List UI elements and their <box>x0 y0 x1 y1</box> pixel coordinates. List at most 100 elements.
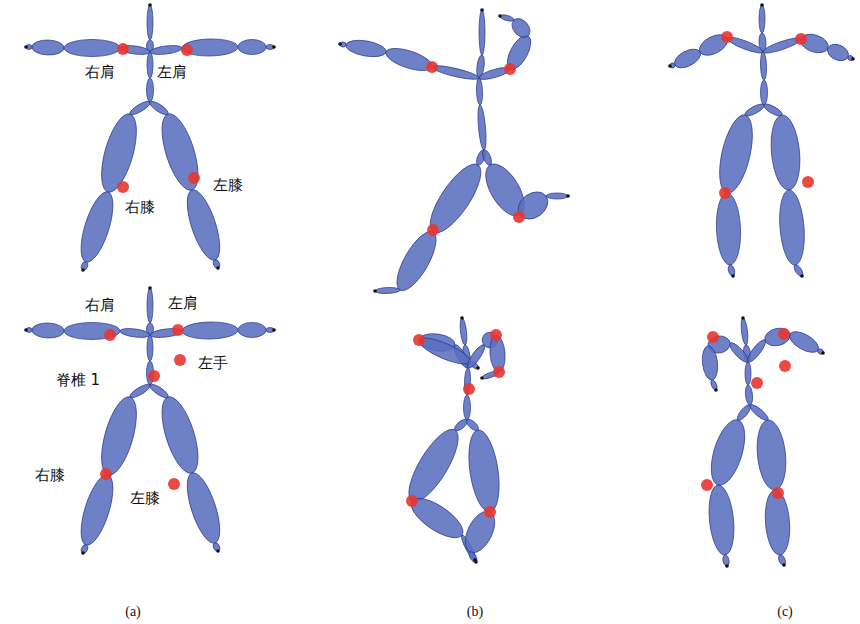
bone-ellipsoid <box>817 348 825 355</box>
joint-label: 左手 <box>198 355 228 372</box>
bone-ellipsoid <box>155 393 206 477</box>
bone-ellipsoid <box>745 338 768 365</box>
bone-ellipsoid <box>212 259 221 269</box>
bone-ellipsoid <box>238 323 266 338</box>
joint-end <box>714 388 718 392</box>
marker-point <box>504 63 516 75</box>
joint-label: 脊椎 1 <box>56 372 100 389</box>
marker-point <box>779 360 791 372</box>
bone-ellipsoid <box>513 186 553 224</box>
joint-end <box>216 549 220 553</box>
joint-end <box>24 45 28 49</box>
joint-end <box>272 45 276 49</box>
skeleton-figure <box>701 316 825 568</box>
marker-point <box>413 334 425 346</box>
joint-end <box>338 42 342 46</box>
bone-ellipsoid <box>181 469 227 546</box>
joint-end <box>741 316 745 320</box>
joint-end <box>373 289 377 293</box>
marker-point <box>148 370 160 382</box>
joint-end <box>148 3 152 7</box>
bone-ellipsoid <box>727 264 736 277</box>
bone-ellipsoid <box>75 188 120 265</box>
bone-ellipsoid <box>212 542 221 552</box>
bone-ellipsoid <box>701 345 720 381</box>
marker-point <box>174 354 186 366</box>
bone-ellipsoid <box>375 287 400 294</box>
skeleton-figure <box>24 3 276 272</box>
marker-point <box>721 31 733 43</box>
bone-ellipsoid <box>128 99 152 117</box>
bone-ellipsoid <box>405 491 468 545</box>
bone-ellipsoid <box>740 318 749 346</box>
joint-label: 右膝 <box>35 467 65 484</box>
marker-point <box>426 61 438 73</box>
joint-end <box>480 376 484 380</box>
bone-ellipsoid <box>80 544 89 554</box>
joint-end <box>148 286 152 290</box>
panel-caption: (b) <box>467 604 483 619</box>
marker-point <box>427 224 439 236</box>
joint-end <box>800 274 804 278</box>
joint-label: 右肩 <box>85 64 115 81</box>
marker-point <box>795 33 807 45</box>
bone-ellipsoid <box>713 112 758 196</box>
marker-point <box>484 506 496 518</box>
bone-ellipsoid <box>786 327 821 356</box>
bone-ellipsoid <box>421 157 489 240</box>
marker-point <box>513 211 525 223</box>
marker-point <box>719 187 731 199</box>
marker-point <box>117 43 129 55</box>
joint-label: 右肩 <box>85 297 115 314</box>
bone-ellipsoid <box>95 393 144 479</box>
joint-end <box>760 3 764 7</box>
panel-caption: (a) <box>125 604 141 619</box>
bone-ellipsoid <box>465 343 488 371</box>
bone-ellipsoid <box>847 55 854 62</box>
joint-label: 左膝 <box>213 177 243 194</box>
bone-ellipsoid <box>481 149 493 167</box>
marker-point <box>406 495 418 507</box>
bone-ellipsoid <box>64 40 120 57</box>
marker-point <box>104 329 116 341</box>
marker-point <box>172 324 184 336</box>
marker-point <box>751 377 763 389</box>
marker-point <box>117 181 129 193</box>
bone-ellipsoid <box>479 10 485 55</box>
bone-ellipsoid <box>147 78 154 102</box>
marker-point <box>802 176 814 188</box>
joint-end <box>480 8 484 12</box>
joint-end <box>272 328 276 332</box>
bone-ellipsoid <box>759 5 765 33</box>
joint-end <box>476 366 480 370</box>
bone-ellipsoid <box>777 554 787 566</box>
bone-ellipsoid <box>476 78 483 105</box>
bone-ellipsoid <box>155 110 206 194</box>
bone-ellipsoid <box>715 193 742 266</box>
bone-ellipsoid <box>745 385 754 406</box>
bone-ellipsoid <box>147 335 153 361</box>
bone-ellipsoid <box>32 40 64 56</box>
skeleton-figure <box>668 3 855 278</box>
bone-ellipsoid <box>459 507 500 558</box>
joint-end <box>731 274 735 278</box>
bone-ellipsoid <box>768 114 803 192</box>
marker-point <box>181 44 193 56</box>
bone-ellipsoid <box>182 39 238 57</box>
bone-ellipsoid <box>95 110 144 196</box>
bone-ellipsoid <box>147 5 153 40</box>
bone-ellipsoid <box>80 261 89 271</box>
bone-ellipsoid <box>672 45 704 71</box>
bone-ellipsoid <box>763 326 792 349</box>
marker-point <box>493 366 505 378</box>
joint-end <box>821 351 825 355</box>
bone-ellipsoid <box>182 322 238 340</box>
bone-ellipsoid <box>705 416 752 489</box>
marker-point <box>463 383 475 395</box>
bone-ellipsoid <box>431 63 480 82</box>
joint-end <box>460 316 464 320</box>
bone-ellipsoid <box>150 44 183 56</box>
bone-ellipsoid <box>825 41 851 64</box>
